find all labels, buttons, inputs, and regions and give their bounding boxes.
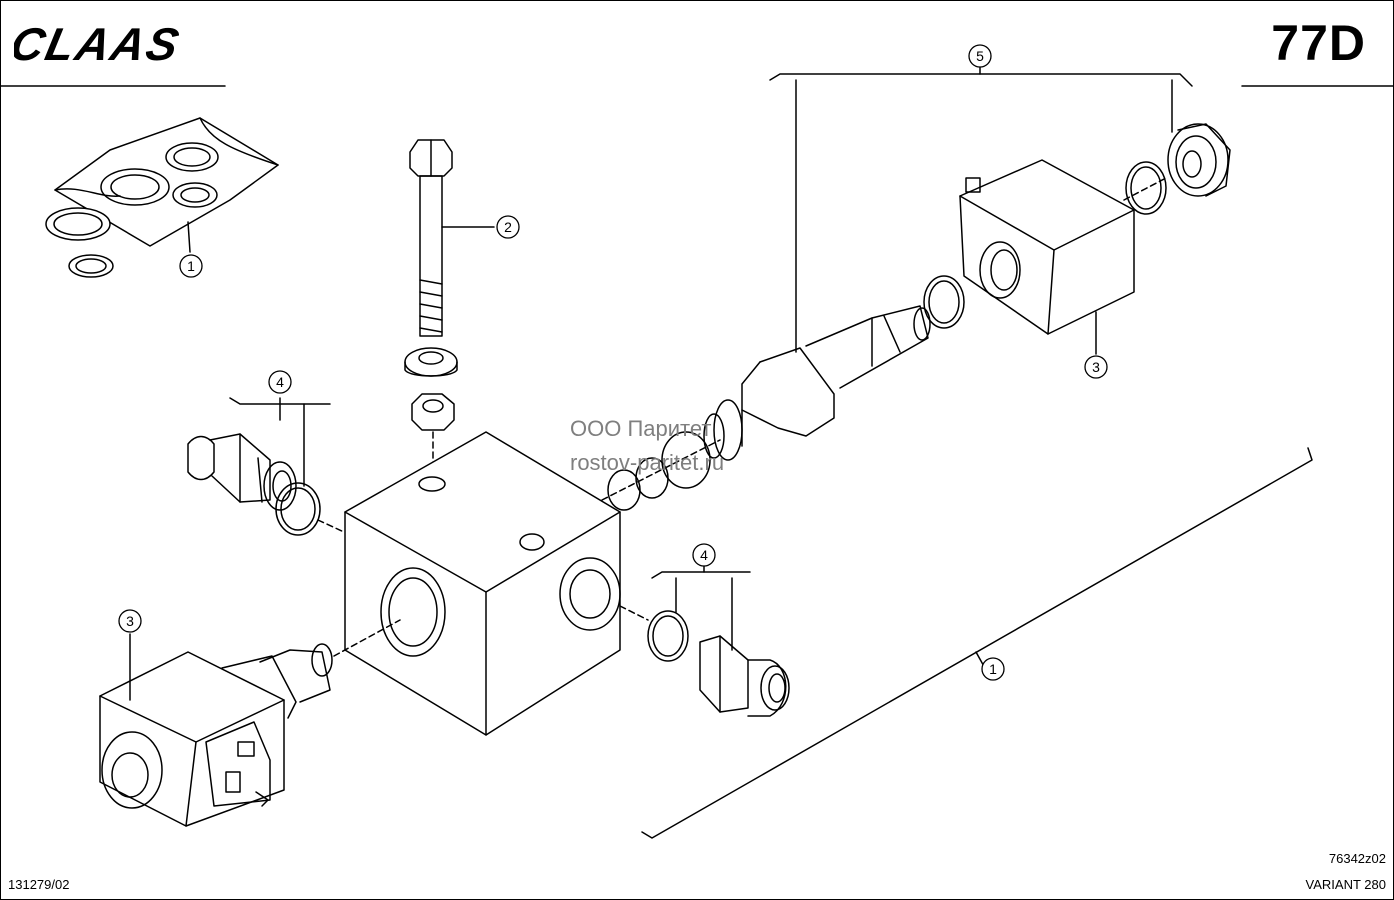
callout-2-bolt: 2 [496, 215, 520, 239]
model-name: VARIANT 280 [1305, 877, 1386, 892]
solenoid-coil-bottom [99, 619, 401, 827]
cartridge-seals [601, 431, 721, 511]
hex-nut [411, 393, 455, 431]
brand-text: CLAAS [14, 22, 185, 66]
page-code: 77D [1271, 15, 1366, 71]
seal-kit-bag [45, 117, 279, 278]
callout-1-assembly: 1 [981, 657, 1005, 681]
svg-text:5: 5 [976, 48, 984, 64]
svg-text:1: 1 [989, 661, 997, 677]
callout-4-fitting-left: 4 [268, 370, 292, 394]
o-ring-coil [1125, 161, 1167, 215]
fitting-left [187, 397, 331, 511]
watermark-site: rostov-paritet.ru [570, 450, 725, 475]
watermark-company: ООО Паритет [570, 416, 712, 441]
drawing-number: 76342z02 [1328, 851, 1386, 866]
svg-text:4: 4 [700, 547, 708, 563]
fitting-right [651, 559, 790, 717]
svg-text:1: 1 [187, 258, 195, 274]
svg-text:4: 4 [276, 374, 284, 390]
valve-block [344, 431, 621, 736]
document-number: 131279/02 [8, 877, 70, 892]
callout-3-coil-bottom: 3 [118, 609, 142, 633]
callout-5-cartridge: 5 [968, 44, 992, 68]
knurled-nut-top [1167, 123, 1231, 197]
washer [404, 347, 458, 377]
callout-4-fitting-right: 4 [692, 543, 716, 567]
solenoid-coil-top [959, 159, 1135, 355]
o-ring-left [275, 482, 321, 536]
callout-3-coil-top: 3 [1084, 355, 1108, 379]
svg-text:3: 3 [1092, 359, 1100, 375]
svg-text:2: 2 [504, 219, 512, 235]
cartridge-valve [703, 61, 1193, 461]
o-ring-right [647, 610, 689, 662]
o-ring-top [923, 275, 965, 329]
callout-1-seal-kit: 1 [179, 254, 203, 278]
assembly-bracket [641, 447, 1313, 839]
watermark: ООО Паритет rostov-paritet.ru [570, 412, 724, 480]
svg-text:3: 3 [126, 613, 134, 629]
hex-bolt [409, 139, 495, 337]
claas-logo: CLAAS [14, 22, 185, 66]
